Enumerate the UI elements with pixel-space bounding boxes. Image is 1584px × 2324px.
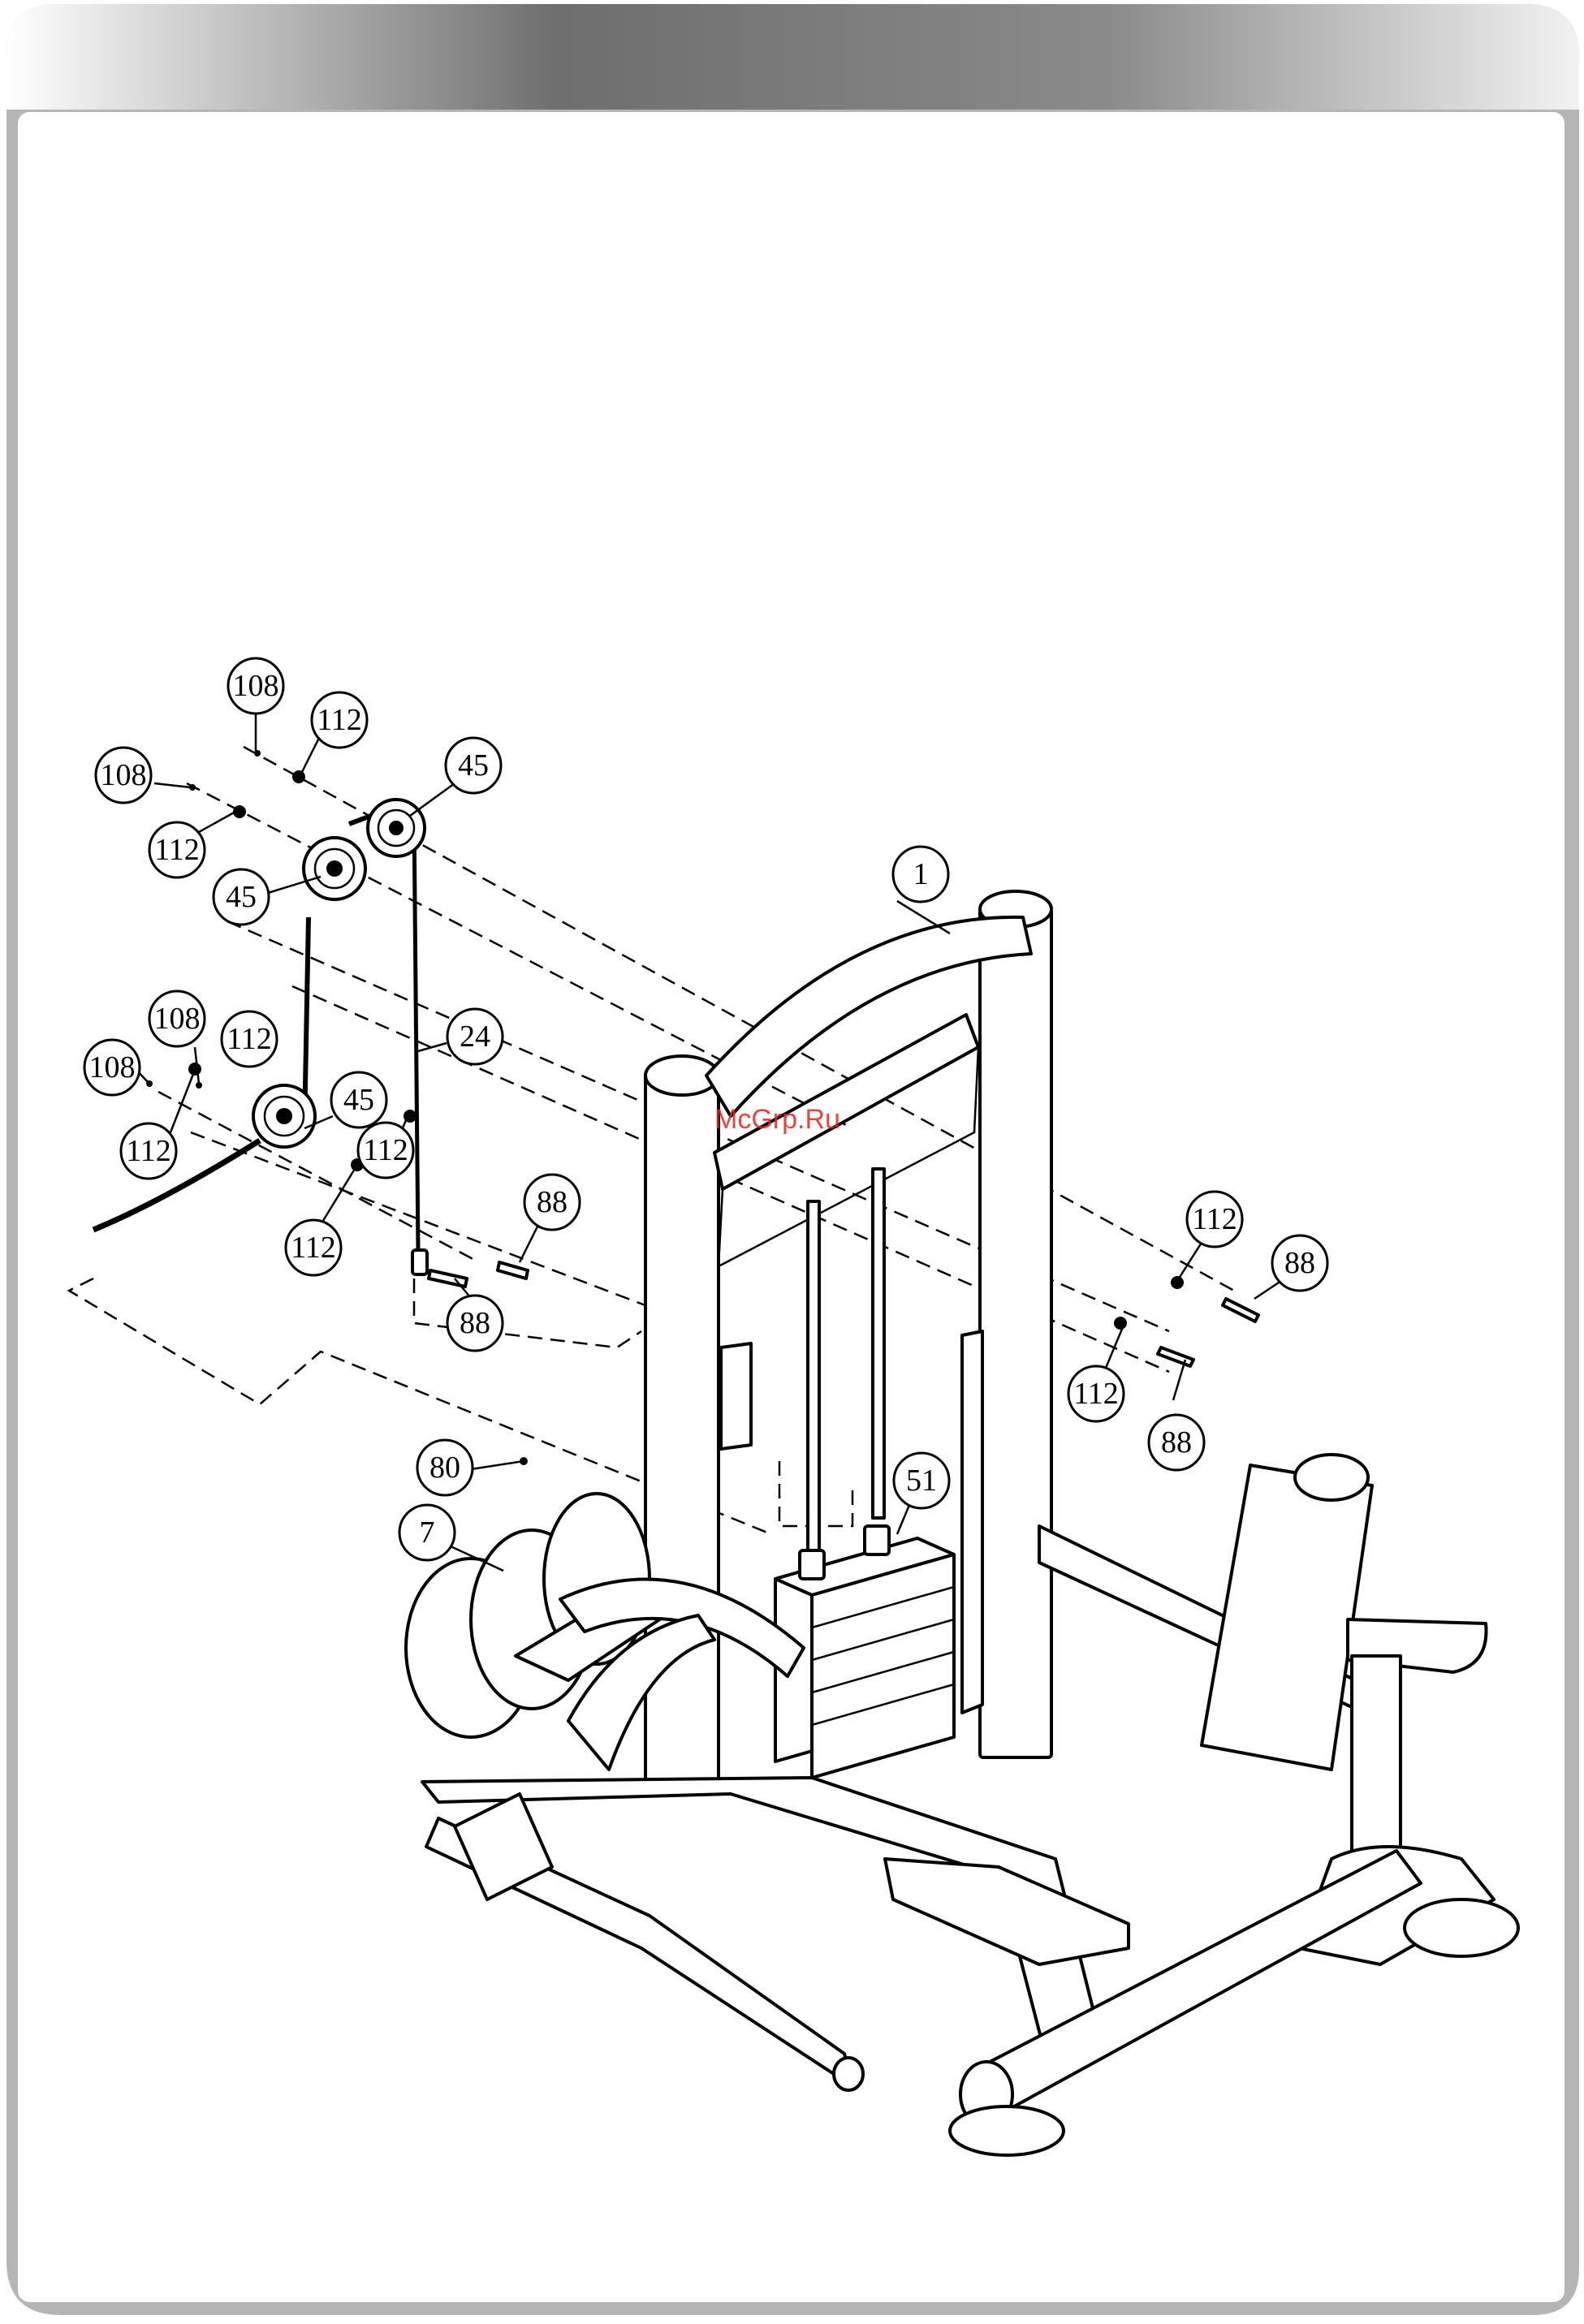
svg-text:80: 80 — [429, 1451, 460, 1485]
watermark-text: McGrp.Ru — [714, 1104, 840, 1135]
callout-24: 24 — [447, 1009, 503, 1064]
svg-text:1: 1 — [913, 857, 929, 891]
svg-text:7: 7 — [420, 1516, 435, 1550]
callout-7: 7 — [399, 1505, 455, 1560]
svg-text:108: 108 — [154, 1002, 201, 1036]
callout-112: 112 — [286, 1220, 341, 1275]
svg-text:51: 51 — [906, 1464, 937, 1498]
callout-88: 88 — [447, 1296, 503, 1351]
svg-text:88: 88 — [460, 1306, 490, 1340]
callout-45: 45 — [331, 1072, 386, 1128]
svg-text:112: 112 — [1192, 1202, 1237, 1236]
svg-text:108: 108 — [233, 669, 279, 703]
svg-text:88: 88 — [537, 1185, 568, 1219]
svg-text:45: 45 — [343, 1083, 374, 1117]
svg-text:88: 88 — [1284, 1246, 1315, 1280]
callout-1: 1 — [893, 847, 948, 902]
svg-text:112: 112 — [154, 833, 200, 867]
callout-108: 108 — [149, 991, 205, 1046]
callout-88: 88 — [1272, 1235, 1327, 1291]
svg-text:88: 88 — [1161, 1425, 1192, 1460]
page-border — [6, 4, 1579, 2315]
svg-text:24: 24 — [460, 1020, 490, 1054]
callout-112: 112 — [121, 1123, 176, 1179]
callout-112: 112 — [1068, 1366, 1124, 1421]
page-content-area — [18, 112, 1565, 2302]
callout-112: 112 — [222, 1011, 277, 1067]
callout-108: 108 — [84, 1040, 140, 1095]
header-gradient-bar — [6, 4, 1579, 110]
callout-112: 112 — [1187, 1192, 1242, 1247]
callout-88: 88 — [1149, 1415, 1204, 1470]
svg-text:112: 112 — [126, 1134, 171, 1168]
svg-text:108: 108 — [89, 1050, 136, 1084]
svg-text:112: 112 — [1073, 1377, 1119, 1411]
svg-text:112: 112 — [317, 703, 362, 737]
callout-108: 108 — [228, 658, 283, 714]
svg-text:45: 45 — [458, 748, 489, 783]
callout-51: 51 — [894, 1453, 949, 1508]
callout-88: 88 — [524, 1175, 580, 1230]
svg-text:108: 108 — [101, 758, 147, 792]
svg-text:112: 112 — [291, 1231, 336, 1265]
callout-112: 112 — [312, 692, 367, 748]
callout-112: 112 — [149, 822, 205, 877]
callout-45: 45 — [446, 738, 501, 793]
svg-text:112: 112 — [227, 1022, 272, 1056]
svg-text:112: 112 — [363, 1133, 408, 1167]
callout-80: 80 — [417, 1440, 473, 1495]
callout-112: 112 — [358, 1123, 413, 1178]
callout-45: 45 — [214, 869, 269, 925]
svg-text:45: 45 — [226, 880, 257, 914]
callout-108: 108 — [96, 748, 151, 803]
